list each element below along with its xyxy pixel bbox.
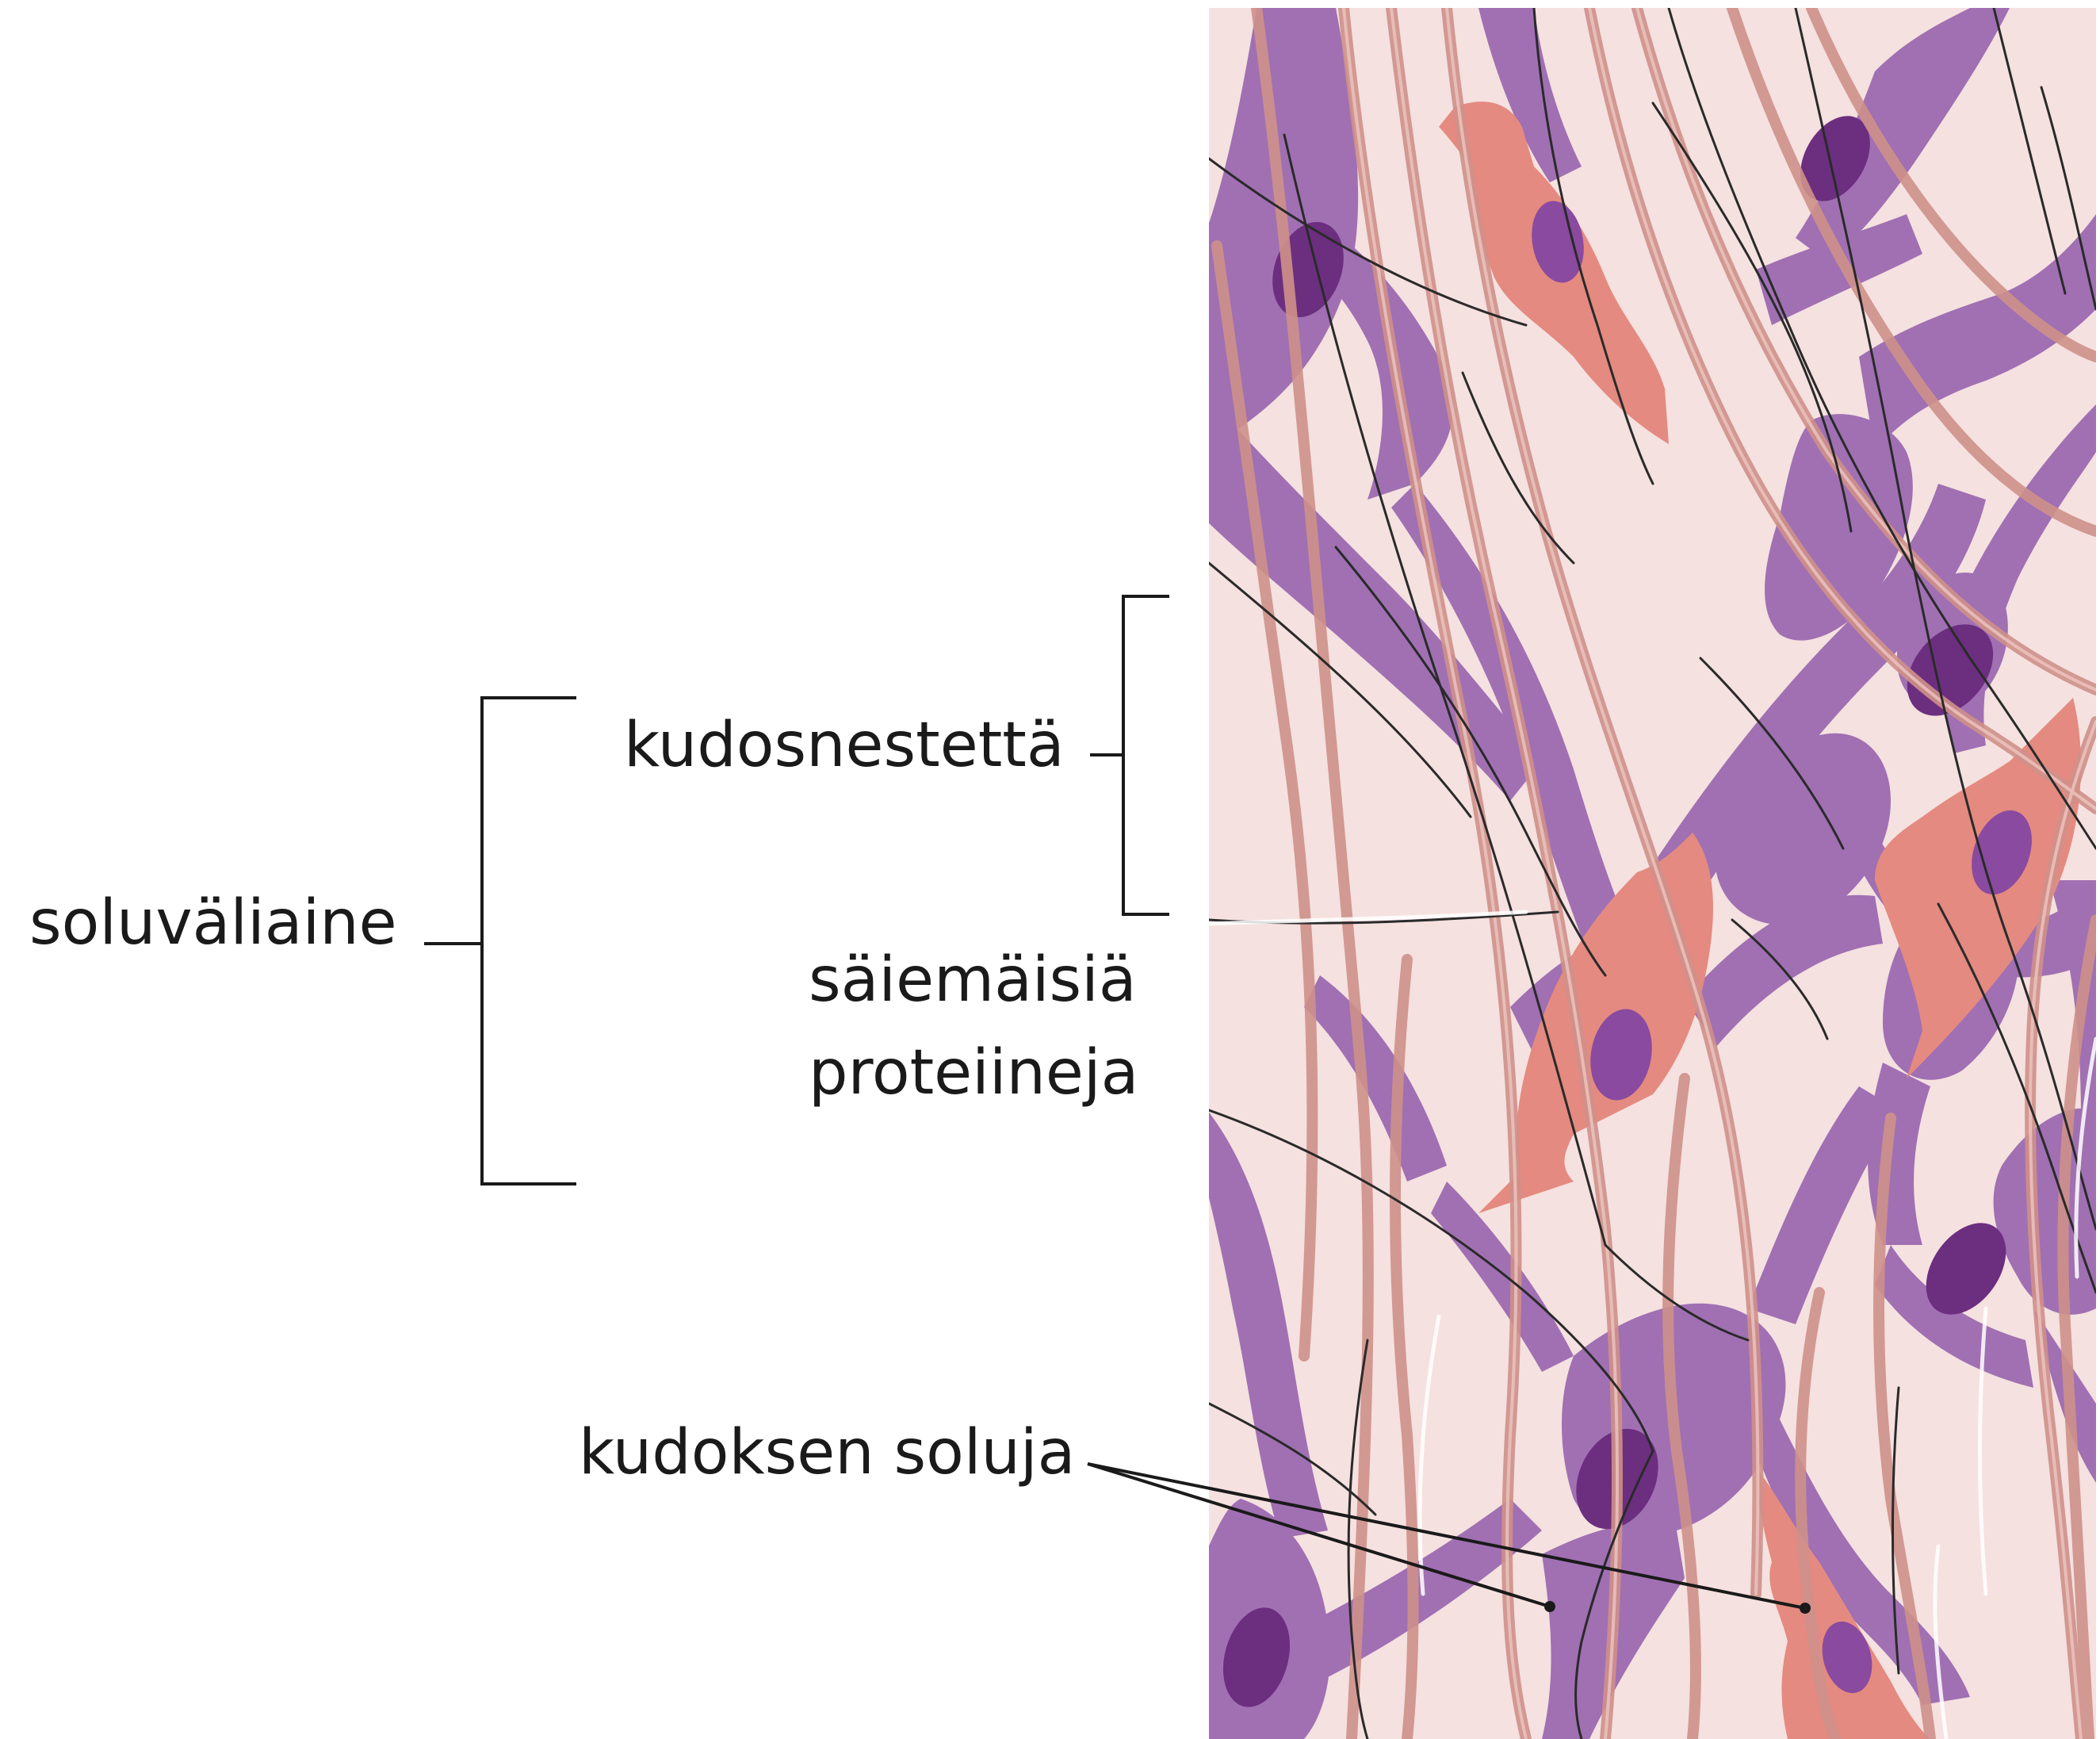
cell-pointer-line-1 bbox=[1088, 1464, 1550, 1607]
extracellular-matrix-bracket bbox=[482, 698, 576, 1184]
cell-pointer-dot-2 bbox=[1800, 1603, 1811, 1614]
cell-pointer-dot-1 bbox=[1544, 1601, 1555, 1612]
label-extracellular-matrix: soluväliaine bbox=[29, 887, 397, 961]
label-tissue-fluid: kudosnestettä bbox=[624, 709, 1065, 783]
cell-pointer-line-2 bbox=[1088, 1464, 1805, 1608]
label-fibrous-proteins-line2: proteiineja bbox=[809, 1036, 1138, 1111]
label-fibrous-proteins-line1: säiemäisiä bbox=[809, 944, 1137, 1018]
label-tissue-cells: kudoksen soluja bbox=[579, 1416, 1075, 1491]
tissue-fluid-bracket bbox=[1123, 596, 1169, 914]
